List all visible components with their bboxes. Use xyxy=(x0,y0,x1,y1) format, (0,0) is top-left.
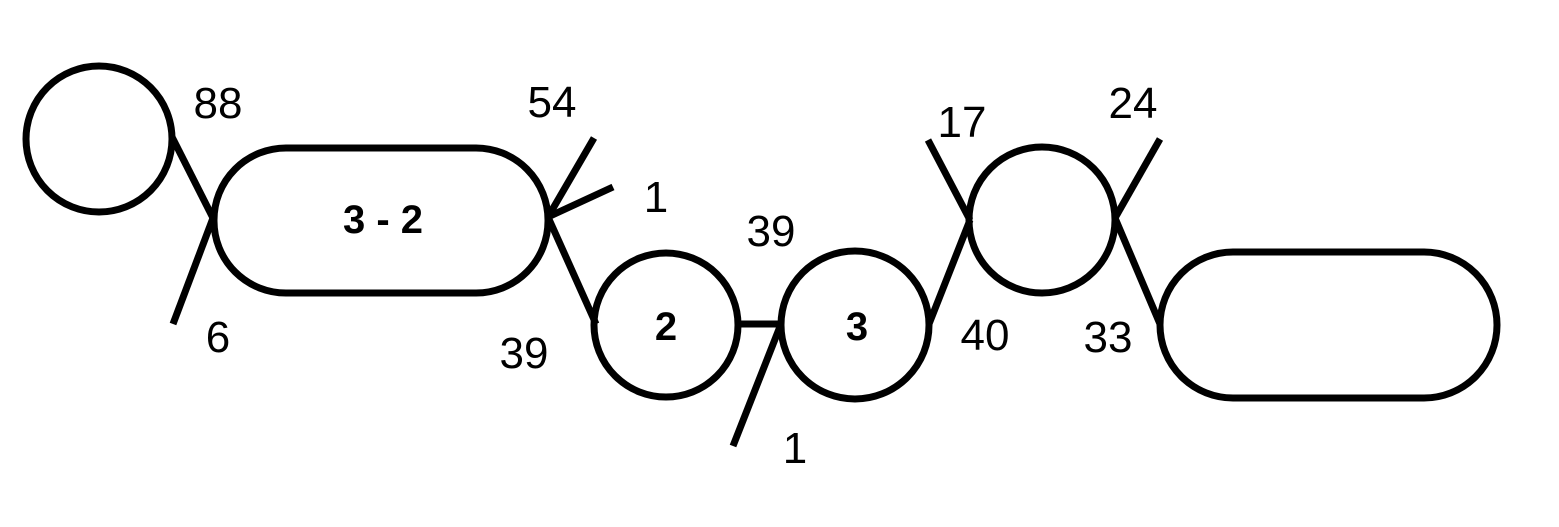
edge-branch-1-bottom xyxy=(729,322,785,448)
edge-n1-n2 xyxy=(168,135,217,220)
node-rounded-rect-6 xyxy=(1156,248,1501,402)
edge-branch-17 xyxy=(924,138,974,222)
edge-label-6: 6 xyxy=(206,313,230,362)
edge-n4-n5 xyxy=(925,218,974,326)
edge-branch-54 xyxy=(544,136,598,219)
edge-label-88: 88 xyxy=(194,79,243,128)
edge-branch-1-top xyxy=(546,183,615,221)
edge-label-33: 33 xyxy=(1084,313,1133,362)
edge-label-1-bottom: 1 xyxy=(783,424,807,473)
node-label-3: 3 xyxy=(846,305,868,349)
edge-label-39-top: 39 xyxy=(747,207,796,256)
edge-label-40: 40 xyxy=(961,311,1010,360)
node-circle-1 xyxy=(22,62,176,216)
node-circle-5 xyxy=(965,143,1119,297)
edge-n5-n6 xyxy=(1111,216,1164,326)
edge-label-1-top: 1 xyxy=(644,173,668,222)
edge-branch-24 xyxy=(1111,137,1164,220)
edge-label-39-left: 39 xyxy=(500,329,549,378)
edge-n2-n3 xyxy=(544,215,600,326)
edge-branch-6 xyxy=(169,216,217,326)
node-label-2: 2 xyxy=(655,305,677,349)
edge-label-24: 24 xyxy=(1109,79,1158,128)
edge-label-54: 54 xyxy=(528,78,577,127)
edge-label-17: 17 xyxy=(938,98,987,147)
node-label-3-2: 3 - 2 xyxy=(343,198,423,242)
